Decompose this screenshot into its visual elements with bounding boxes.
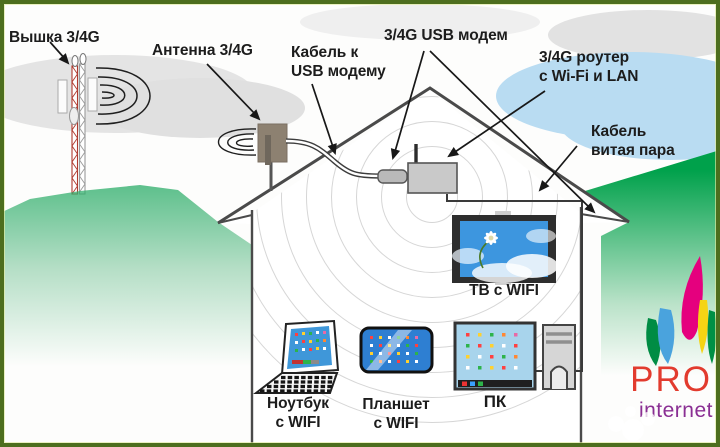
eave-right — [581, 200, 629, 223]
label-cable-usb: Кабель к USB модему — [291, 44, 386, 80]
antenna-signal-waves-icon — [217, 128, 257, 156]
watermark-circle — [625, 406, 636, 417]
label-usb-modem: 3/4G USB модем — [384, 27, 508, 44]
coax-cable — [285, 138, 381, 179]
pc-icon — [453, 321, 576, 391]
label-tablet: Планшет с WIFI — [362, 396, 430, 432]
watermark-circle — [641, 412, 655, 426]
label-laptop: Ноутбук с WIFI — [267, 395, 329, 431]
callout-arrows — [49, 41, 596, 214]
usb-modem-icon — [377, 169, 408, 184]
logo-subtitle: internet — [638, 399, 713, 422]
tv-icon — [452, 211, 558, 285]
logo-title: PRO — [630, 360, 712, 399]
label-pc: ПК — [483, 392, 507, 411]
watermark-circle — [622, 419, 644, 441]
tablet-icon — [359, 326, 434, 374]
cell-tower-icon — [57, 53, 98, 195]
signal-waves-icon — [95, 67, 151, 125]
label-twisted-pair: Кабель витая пара — [591, 123, 675, 159]
label-router: 3/4G роутер с Wi-Fi и LAN — [539, 49, 639, 85]
watermark-circle — [608, 416, 624, 432]
outdoor-antenna-icon — [257, 123, 288, 191]
router-icon — [407, 144, 458, 194]
cloud-top — [300, 4, 540, 40]
label-tower: Вышка 3/4G — [9, 29, 100, 46]
laptop-icon — [253, 319, 340, 394]
pro-internet-logo-icon — [646, 256, 717, 366]
label-tv: ТВ с WIFI — [469, 282, 539, 299]
label-antenna: Антенна 3/4G — [152, 42, 253, 59]
wifi-ripple — [252, 90, 581, 423]
house-outline — [217, 86, 630, 445]
cloud-top-right — [548, 10, 720, 60]
daisy-flower — [484, 231, 498, 245]
